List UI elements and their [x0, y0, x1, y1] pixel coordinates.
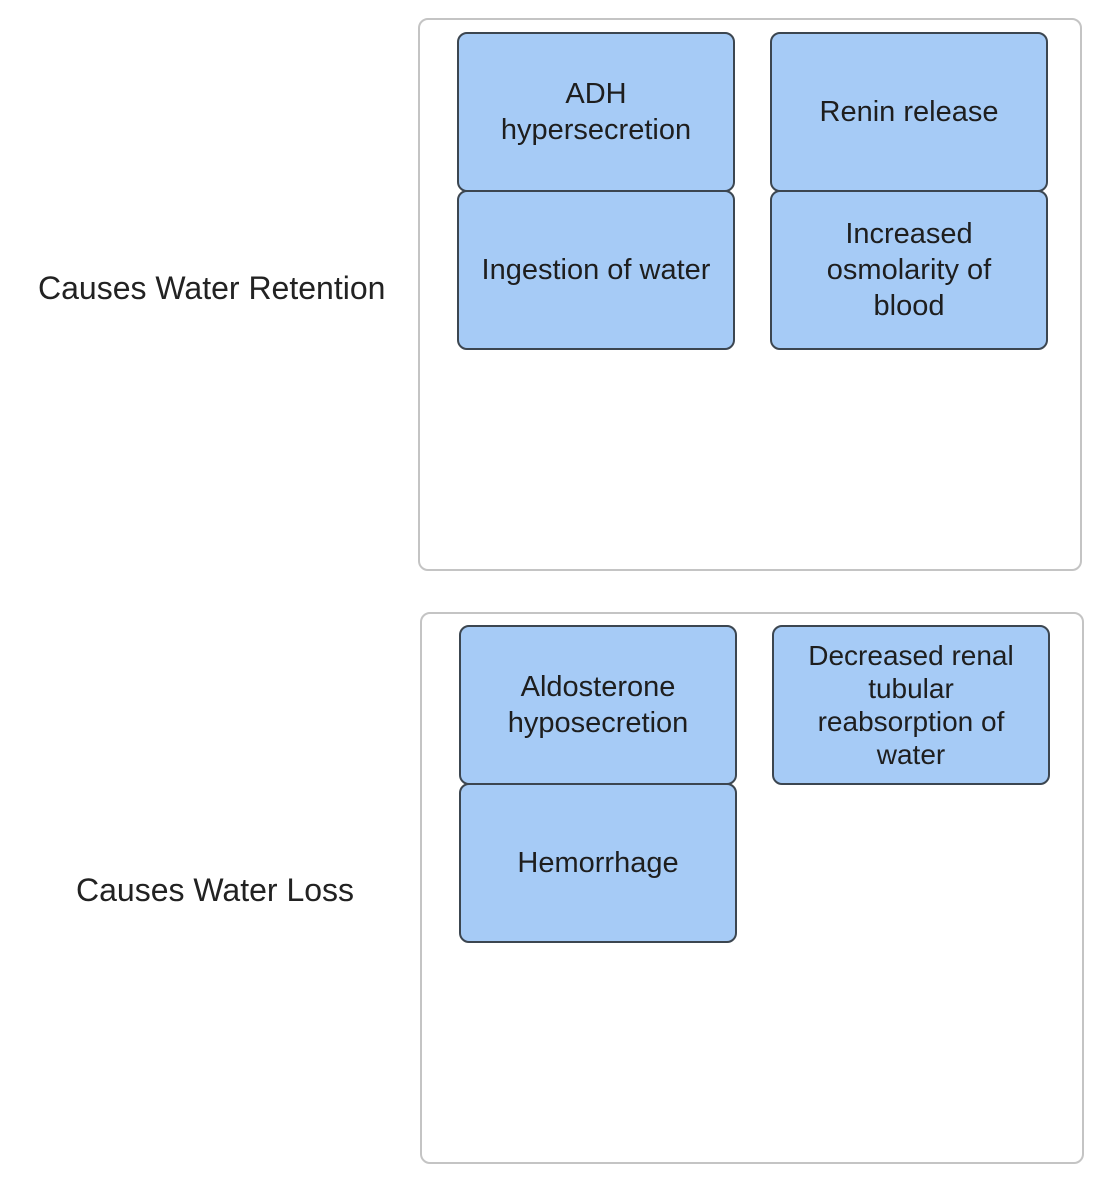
draggable-card-increased-osmolarity-of-blood[interactable]: Increased osmolarity of blood [770, 190, 1048, 350]
draggable-card-decreased-renal-tubular-reabsorption[interactable]: Decreased renal tubular reabsorption of … [772, 625, 1050, 785]
draggable-card-adh-hypersecretion[interactable]: ADH hypersecretion [457, 32, 735, 192]
drop-zone-water-retention[interactable]: ADH hypersecretion Renin release Ingesti… [418, 18, 1082, 571]
draggable-card-ingestion-of-water[interactable]: Ingestion of water [457, 190, 735, 350]
draggable-card-renin-release[interactable]: Renin release [770, 32, 1048, 192]
draggable-card-aldosterone-hyposecretion[interactable]: Aldosterone hyposecretion [459, 625, 737, 785]
category-label-water-retention: Causes Water Retention [38, 270, 386, 306]
draggable-card-hemorrhage[interactable]: Hemorrhage [459, 783, 737, 943]
category-label-water-loss: Causes Water Loss [76, 872, 355, 908]
drop-zone-water-loss[interactable]: Aldosterone hyposecretion Decreased rena… [420, 612, 1084, 1164]
